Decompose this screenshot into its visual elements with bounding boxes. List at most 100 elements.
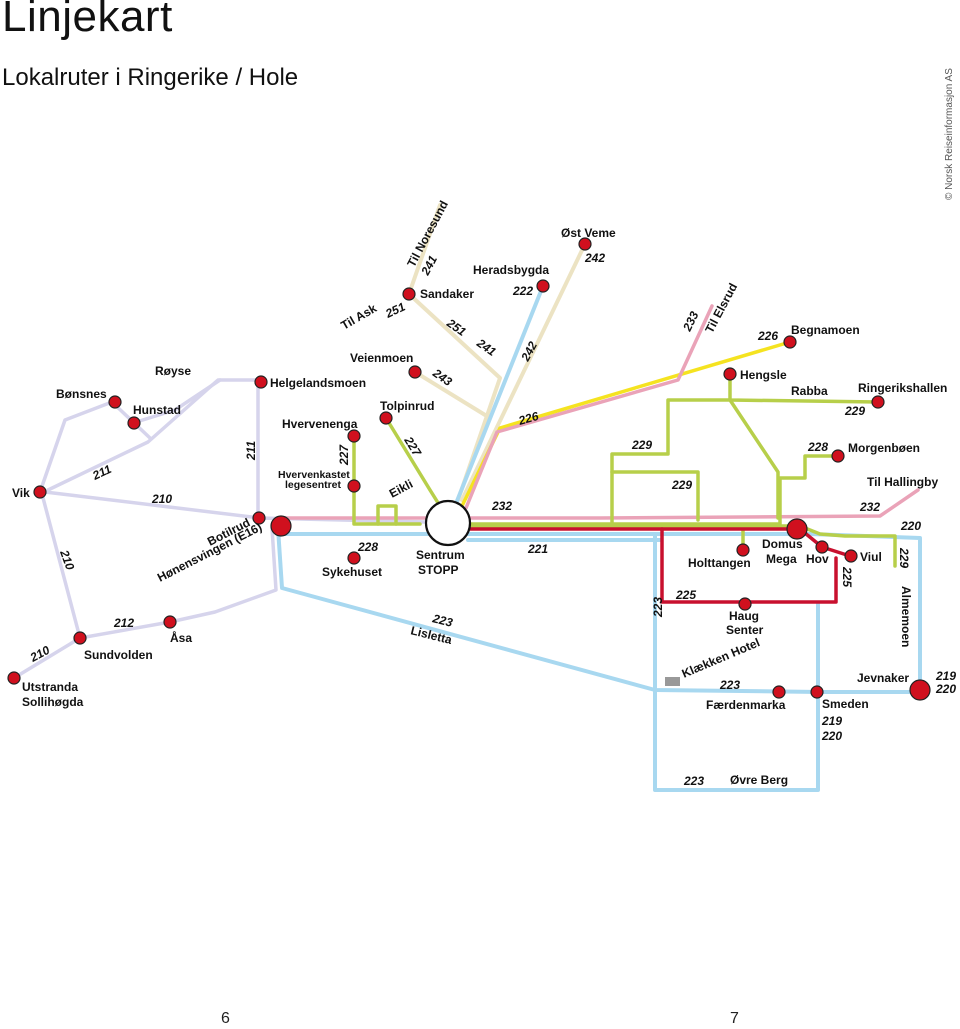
route-number: 210 [57,547,77,572]
label-tolpinrud: Tolpinrud [380,399,434,413]
route-lines-beige [407,203,587,502]
route-number: 226 [757,329,778,343]
route-number: 229 [897,547,911,568]
stop-sundvolden[interactable] [73,631,87,645]
stop-hvervenkastet[interactable] [347,479,361,493]
stop-bonsnes[interactable] [108,395,122,409]
label-smeden: Smeden [822,697,869,711]
route-number: 223 [430,611,454,630]
stop-sentrum[interactable] [424,499,472,547]
label-sundvolden: Sundvolden [84,648,153,662]
stop-hvervenenga[interactable] [347,429,361,443]
label-eikli: Eikli [387,477,415,501]
label-sentrum-1: Sentrum [416,548,465,562]
label-sentrum-2: STOPP [418,563,458,577]
stop-smeden[interactable] [810,685,824,699]
stop-jevnaker[interactable] [909,679,931,701]
label-hvervenenga: Hvervenenga [282,417,358,431]
stop-haug-senter[interactable] [738,597,752,611]
label-til-ask: Til Ask [339,301,380,333]
route-number: 222 [512,284,533,298]
route-number: 219 [821,714,842,728]
stop-holttangen[interactable] [736,543,750,557]
stop-begnamoen[interactable] [783,335,797,349]
label-viul: Viul [860,550,882,564]
stop-domus-mega[interactable] [786,518,808,540]
route-lines-pink [278,304,920,520]
label-sandaker: Sandaker [420,287,474,301]
route-number: 232 [491,499,512,513]
stop-sykehuset[interactable] [347,551,361,565]
route-number: 229 [671,478,692,492]
route-number: 229 [844,404,865,418]
stop-botilrud[interactable] [252,511,266,525]
route-number: 227 [337,444,351,466]
label-royse: Røyse [155,364,191,378]
route-number: 220 [900,519,921,533]
label-hunstad: Hunstad [133,403,181,417]
stop-helgelandsmoen[interactable] [254,375,268,389]
route-number: 220 [821,729,842,743]
route-number: 242 [584,251,605,265]
route-number: 229 [631,438,652,452]
route-number: 210 [151,492,172,506]
label-haug-1: Haug [729,609,759,623]
route-number: 233 [680,309,702,334]
route-number: 220 [935,682,956,696]
label-almemoen: Almemoen [899,586,913,647]
stop-veienmoen[interactable] [408,365,422,379]
stop-honensvingen[interactable] [270,515,292,537]
stop-sandaker[interactable] [402,287,416,301]
label-asa: Åsa [170,630,192,645]
route-number: 211 [89,462,113,483]
route-number: 251 [382,299,407,321]
stop-ringerikshallen[interactable] [871,395,885,409]
label-klaekken: Klækken Hotel [680,635,762,680]
label-hvervenkastet-2: legesentret [285,479,342,491]
label-rabba: Rabba [791,384,828,398]
stop-viul[interactable] [844,549,858,563]
label-utstranda-1: Utstranda [22,680,78,694]
label-heradsbygda: Heradsbygda [473,263,549,277]
label-honensvingen: Hønensvingen (E16) [155,520,264,585]
route-lines-green [352,370,897,568]
stop-hunstad[interactable] [127,416,141,430]
label-hvervenkastet-1: Hvervenkastet [278,469,350,481]
label-hengsle: Hengsle [740,368,787,382]
label-vik: Vik [12,486,30,500]
label-ovre-berg: Øvre Berg [730,773,788,787]
label-jevnaker: Jevnaker [857,671,909,685]
route-number: 226 [516,409,540,428]
stop-hov[interactable] [815,540,829,554]
route-number: 219 [935,669,956,683]
stop-asa[interactable] [163,615,177,629]
route-number: 228 [357,540,378,554]
route-number: 223 [719,678,740,692]
stop-morgenboen[interactable] [831,449,845,463]
label-bonsnes: Bønsnes [56,387,107,401]
label-hov: Hov [806,552,829,566]
route-number: 225 [840,566,854,587]
route-number: 211 [244,441,258,461]
stop-vik[interactable] [33,485,47,499]
page-number-right: 7 [730,1010,739,1027]
stop-faerdenmarka[interactable] [772,685,786,699]
route-number: 212 [113,616,134,630]
route-number: 223 [683,774,704,788]
route-number: 221 [527,542,548,556]
label-domus-2: Mega [766,552,797,566]
stop-tolpinrud[interactable] [379,411,393,425]
stop-markers [7,237,931,701]
label-faerdenmarka: Færdenmarka [706,698,786,712]
stop-utstranda[interactable] [7,671,21,685]
label-til-hallingby: Til Hallingby [867,475,938,489]
label-veienmoen: Veienmoen [350,351,413,365]
stop-hengsle[interactable] [723,367,737,381]
label-begnamoen: Begnamoen [791,323,860,337]
stop-ost-veme[interactable] [578,237,592,251]
label-til-elsrud: Til Elsrud [702,281,740,336]
stop-heradsbygda[interactable] [536,279,550,293]
label-ost-veme: Øst Veme [561,226,616,240]
route-number: 232 [859,500,880,514]
